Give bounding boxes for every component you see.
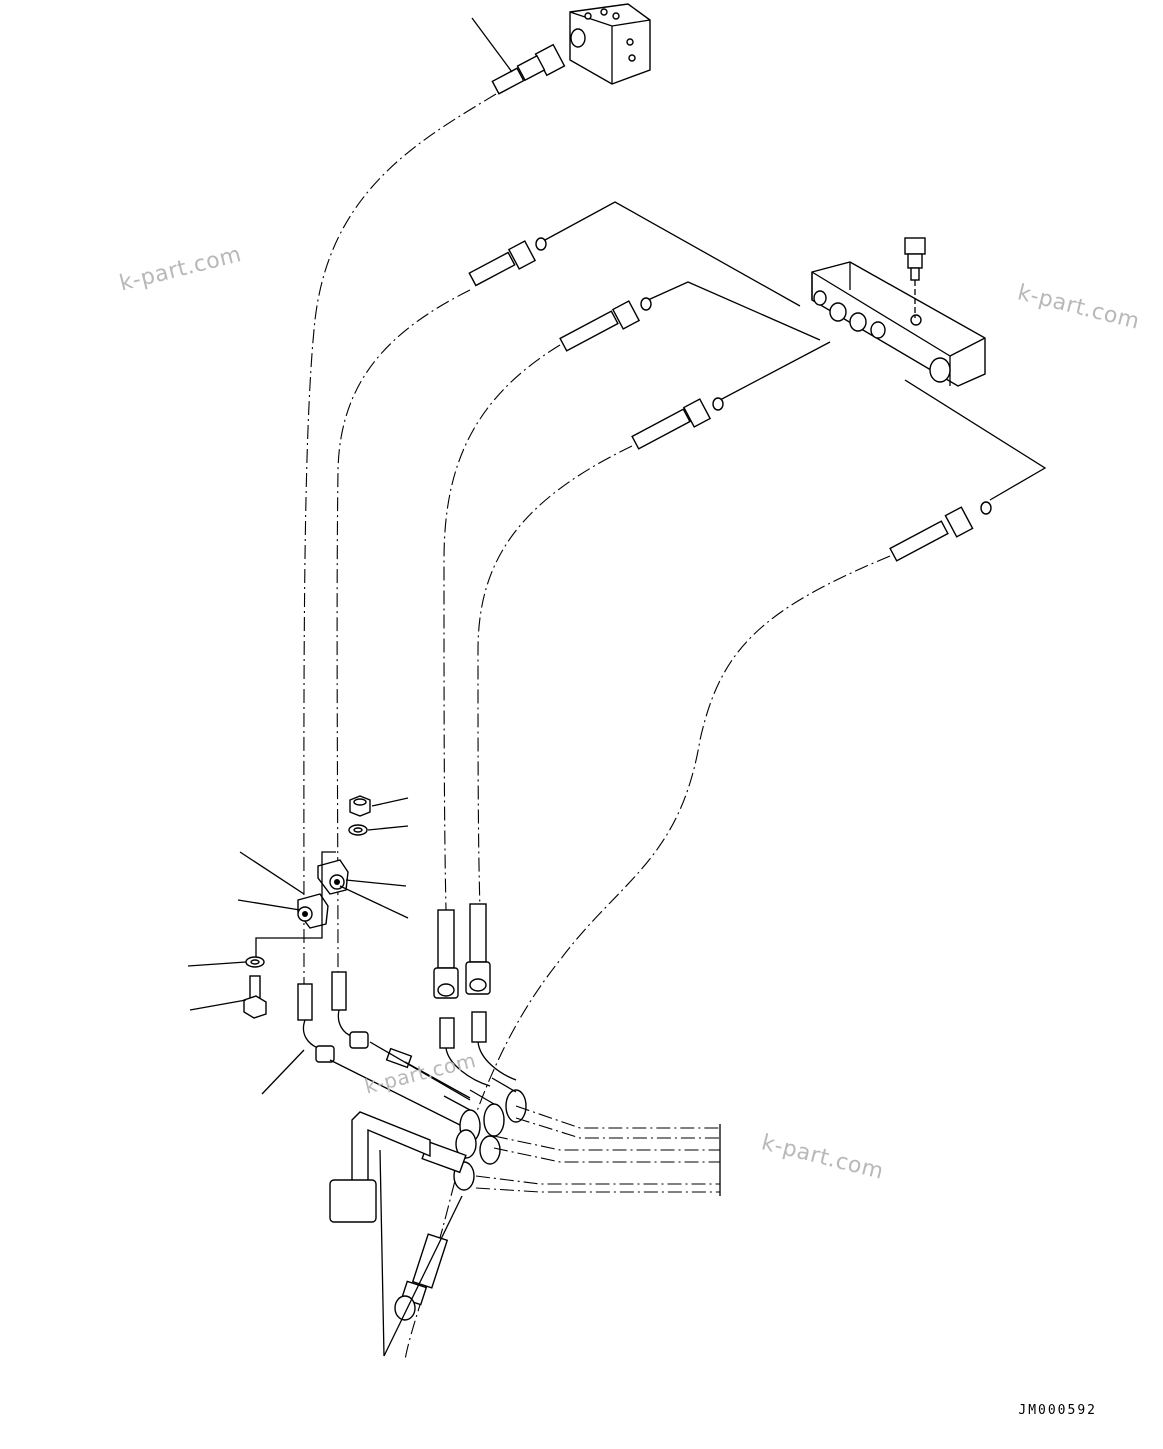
top-valve-block	[569, 3, 651, 85]
leader-line	[345, 879, 407, 887]
hose-fitting-b	[559, 297, 652, 352]
hose-line	[336, 289, 471, 986]
clamp-upper	[317, 859, 349, 895]
lower-fitting-right	[465, 903, 491, 1043]
connection-line	[647, 281, 821, 341]
connection-line	[719, 341, 831, 401]
hose-fitting-a	[468, 237, 547, 287]
hose-end-left	[297, 983, 335, 1063]
drawing-id: JM000592	[1018, 1403, 1097, 1418]
leader-line	[383, 1195, 463, 1357]
nut	[349, 795, 371, 817]
lower-fitting-left	[433, 909, 459, 1049]
bottom-hose-fitting	[394, 1233, 449, 1321]
elbow-fitting	[329, 1111, 431, 1357]
hose-line	[303, 93, 497, 986]
hose-fitting-d	[889, 501, 992, 562]
leader-line	[371, 797, 409, 807]
connection-line	[904, 379, 1047, 501]
leader-line	[339, 885, 409, 919]
leader-line	[471, 17, 513, 73]
leader-line	[189, 999, 247, 1011]
leader-line	[261, 1049, 305, 1095]
leader-line	[367, 825, 409, 831]
connection-line	[544, 201, 801, 307]
clamp-bracket	[255, 851, 336, 962]
leader-line	[239, 851, 305, 895]
manifold-block	[811, 261, 986, 387]
hose-fitting-c	[631, 397, 724, 450]
leader-line	[187, 961, 247, 967]
washer-lower	[245, 956, 265, 968]
top-hose-fitting	[491, 43, 566, 95]
washer	[348, 824, 368, 836]
pressure-switch	[904, 237, 926, 318]
hose-end-mid	[331, 971, 413, 1069]
leader-line	[237, 899, 301, 911]
hose-line	[443, 344, 561, 911]
hose-line	[404, 555, 891, 1361]
clamp-lower	[297, 893, 329, 929]
bolt	[243, 975, 267, 1019]
hose-line	[477, 445, 633, 911]
pipe-cluster	[329, 1041, 721, 1196]
